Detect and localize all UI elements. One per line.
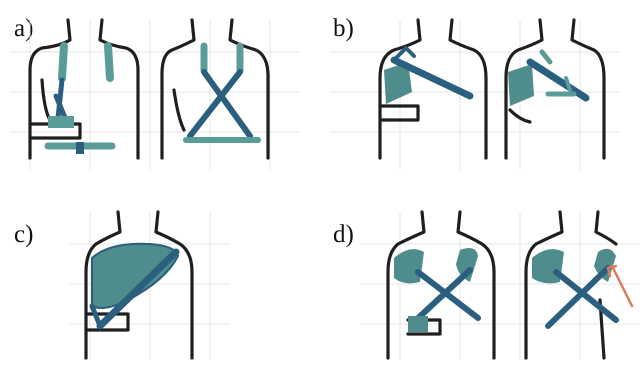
- forearm-pad-a-left: [48, 116, 74, 128]
- panel-a: [10, 20, 300, 170]
- shoulder-pad-d-left-a: [394, 249, 424, 283]
- torso-outline-d-left: [388, 212, 494, 358]
- sling-straps-d-right: [532, 249, 632, 326]
- buckle-a-left: [76, 142, 84, 154]
- panel-b: [330, 20, 620, 170]
- shoulder-cape-pad-c: [92, 244, 178, 308]
- torso-outline-a-left: [30, 20, 138, 158]
- sling-straps-a-right: [186, 46, 258, 140]
- pull-arrow-d-right: [612, 266, 632, 306]
- shoulder-pad-b-right: [508, 64, 534, 106]
- forearm-pad-d-left: [408, 316, 428, 332]
- panel-c: [70, 212, 230, 360]
- panel-d: [360, 212, 640, 360]
- sling-straps-b-left: [384, 48, 470, 104]
